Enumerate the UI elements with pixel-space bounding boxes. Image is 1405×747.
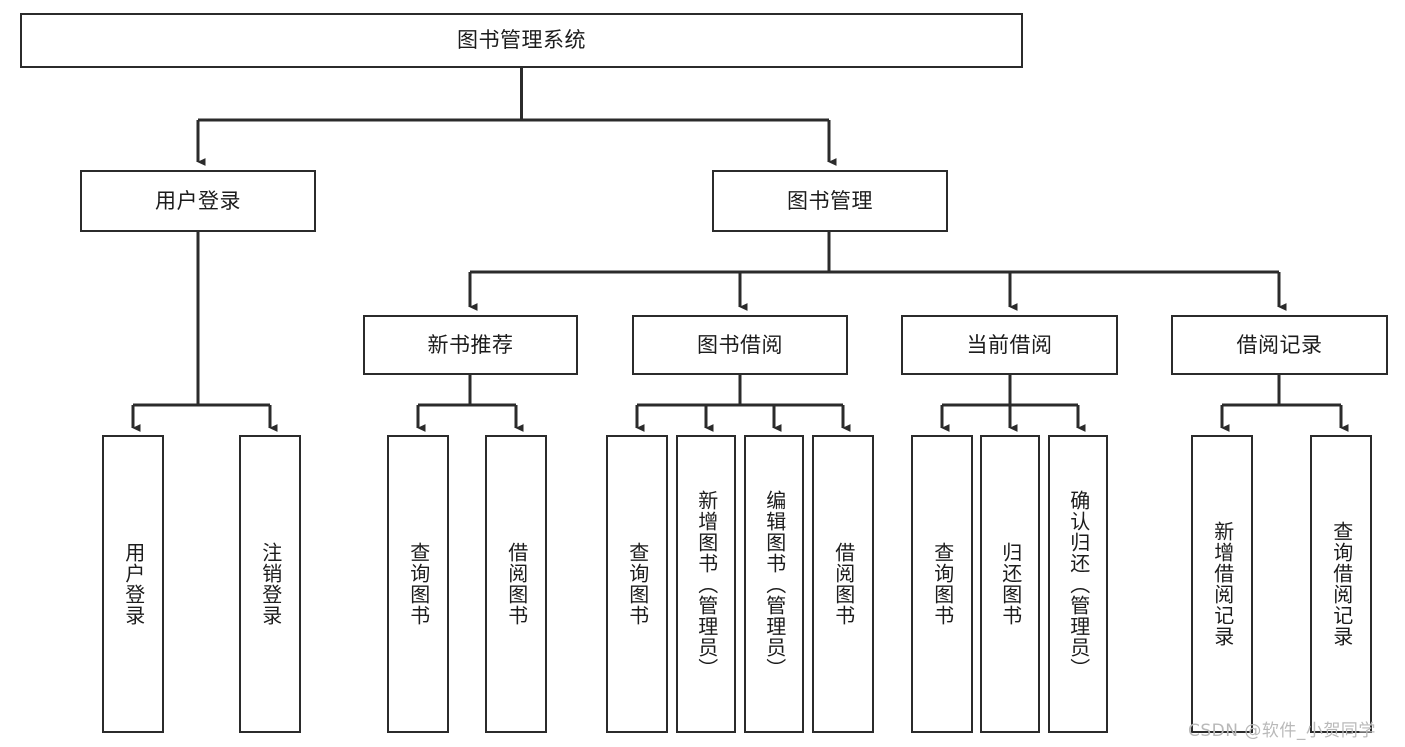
node-leaf-query-book-1[interactable]: 查询图书 [387,435,449,733]
node-book-borrow-label: 图书借阅 [697,332,783,357]
node-leaf-logout-login-label: 注销登录 [258,542,283,626]
node-leaf-confirm-return-label: 确认归还（管理员） [1066,489,1091,679]
node-leaf-edit-book-label: 编辑图书（管理员） [762,489,787,679]
node-leaf-query-book-2[interactable]: 查询图书 [606,435,668,733]
node-borrow-record[interactable]: 借阅记录 [1171,315,1388,375]
node-leaf-user-login-label: 用户登录 [121,542,146,626]
node-borrow-record-label: 借阅记录 [1236,332,1323,357]
node-current-borrow-label: 当前借阅 [966,332,1053,357]
node-leaf-borrow-book-2[interactable]: 借阅图书 [812,435,874,733]
node-leaf-add-record-label: 新增借阅记录 [1210,521,1235,647]
node-leaf-user-login[interactable]: 用户登录 [102,435,164,733]
node-leaf-confirm-return[interactable]: 确认归还（管理员） [1048,435,1108,733]
node-leaf-query-book-3-label: 查询图书 [930,542,955,626]
node-root-label: 图书管理系统 [457,28,586,53]
node-user-login[interactable]: 用户登录 [80,170,316,232]
node-new-book-rec-label: 新书推荐 [427,332,514,357]
node-new-book-rec[interactable]: 新书推荐 [363,315,578,375]
node-leaf-borrow-book-2-label: 借阅图书 [831,542,856,626]
node-leaf-return-book-label: 归还图书 [998,542,1023,626]
node-user-login-label: 用户登录 [155,188,241,213]
csdn-watermark: CSDN @软件_小贺同学 [1188,721,1376,741]
node-leaf-borrow-book-1[interactable]: 借阅图书 [485,435,547,733]
node-leaf-add-book-label: 新增图书（管理员） [694,489,719,679]
node-book-manage-label: 图书管理 [787,188,873,213]
node-current-borrow[interactable]: 当前借阅 [901,315,1118,375]
node-leaf-add-book[interactable]: 新增图书（管理员） [676,435,736,733]
node-leaf-query-record-label: 查询借阅记录 [1329,521,1354,647]
node-leaf-add-record[interactable]: 新增借阅记录 [1191,435,1253,733]
node-root[interactable]: 图书管理系统 [20,13,1023,68]
node-leaf-logout-login[interactable]: 注销登录 [239,435,301,733]
node-book-borrow[interactable]: 图书借阅 [632,315,848,375]
node-leaf-query-book-3[interactable]: 查询图书 [911,435,973,733]
node-leaf-query-record[interactable]: 查询借阅记录 [1310,435,1372,733]
node-leaf-return-book[interactable]: 归还图书 [980,435,1040,733]
node-leaf-borrow-book-1-label: 借阅图书 [504,542,529,626]
node-leaf-query-book-1-label: 查询图书 [406,542,431,626]
node-book-manage[interactable]: 图书管理 [712,170,948,232]
node-leaf-edit-book[interactable]: 编辑图书（管理员） [744,435,804,733]
node-leaf-query-book-2-label: 查询图书 [625,542,650,626]
